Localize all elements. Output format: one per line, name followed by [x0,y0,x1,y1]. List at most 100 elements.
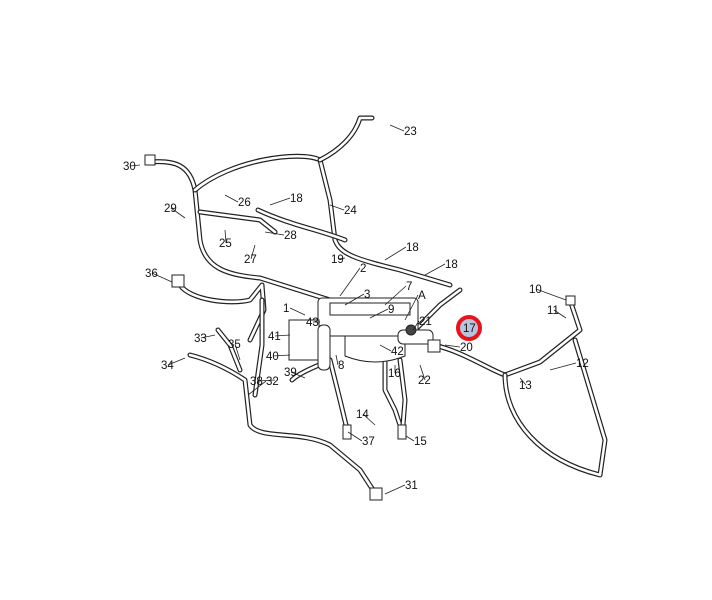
highlight-circle[interactable] [456,315,482,341]
harness-wire-7 [216,328,242,372]
leader-line [344,293,365,306]
callout-42[interactable]: 42 [391,346,404,358]
leader-line [256,379,276,382]
connector-30 [144,154,156,166]
callout-7[interactable]: 7 [406,281,412,293]
callout-24[interactable]: 24 [344,205,357,217]
callout-3[interactable]: 3 [364,289,370,301]
leader-line [289,307,306,316]
connector-31 [369,487,383,501]
leader-line [247,380,267,396]
connector-10 [565,295,576,306]
leader-line [234,343,241,361]
callout-18[interactable]: 18 [406,242,419,254]
callout-41[interactable]: 41 [268,331,281,343]
leader-line [269,197,291,206]
harness-wire-10 [328,358,348,427]
callout-13[interactable]: 13 [519,380,532,392]
harness-wire-5 [178,283,266,342]
callout-19[interactable]: 19 [331,254,344,266]
leader-line [424,263,446,276]
highlight-marker [456,315,482,341]
callout-25[interactable]: 25 [219,238,232,250]
harness-wire-0 [148,160,332,302]
callout-38[interactable]: 38 [250,376,263,388]
leader-line [384,285,407,306]
callout-36[interactable]: 36 [145,268,158,280]
callout-28[interactable]: 28 [284,230,297,242]
harness-wire-4 [256,208,347,242]
harness-wire-14 [398,358,407,427]
callout-31[interactable]: 31 [405,480,418,492]
leader-lines [129,124,577,495]
relay-block [329,302,411,316]
leader-line [519,377,527,386]
leader-line [129,164,141,167]
harness-wire-6 [188,353,377,495]
harness-wire-15 [413,288,462,332]
leader-line [405,435,415,442]
leader-line [274,334,291,337]
sensor-tube [317,324,331,371]
callout-16[interactable]: 16 [388,368,401,380]
leader-line [200,334,216,339]
leader-line [272,354,291,357]
leader-line [419,364,426,381]
leader-line [389,124,405,132]
harness-wire-1 [192,153,453,288]
callout-2[interactable]: 2 [360,263,366,275]
leader-line [264,231,285,236]
callout-17[interactable]: 17 [463,323,476,335]
connector-36 [171,274,185,288]
harness-wire-11 [431,298,582,377]
leader-line [362,413,376,426]
callout-20[interactable]: 20 [460,342,473,354]
callout-32[interactable]: 32 [266,376,279,388]
leader-line [535,288,567,301]
connector-20 [427,339,441,353]
callout-11[interactable]: 11 [547,305,559,317]
connector-37 [342,424,352,440]
callout-27[interactable]: 27 [244,254,257,266]
callout-35[interactable]: 35 [228,339,241,351]
leader-line [444,344,461,348]
callout-15[interactable]: 15 [414,436,427,448]
callout-34[interactable]: 34 [161,360,174,372]
leader-line [224,194,239,203]
callout-18[interactable]: 18 [445,259,458,271]
leader-line [335,354,339,366]
callout-12[interactable]: 12 [576,358,589,370]
callout-A[interactable]: A [418,290,426,302]
callout-29[interactable]: 29 [164,203,177,215]
leader-line [379,344,392,352]
callout-43[interactable]: 43 [306,317,319,329]
callout-39[interactable]: 39 [284,367,297,379]
callout-8[interactable]: 8 [338,360,344,372]
callout-40[interactable]: 40 [266,351,279,363]
callout-22[interactable]: 22 [418,375,431,387]
leader-line [369,308,389,319]
components [144,154,576,501]
callout-14[interactable]: 14 [356,409,369,421]
callout-9[interactable]: 9 [388,304,394,316]
callout-37[interactable]: 37 [362,436,375,448]
callout-10[interactable]: 10 [529,284,542,296]
callout-33[interactable]: 33 [194,333,207,345]
leader-line [549,362,577,371]
leader-line [224,229,227,244]
harness-wire-3 [198,210,277,234]
harness-wire-8 [253,298,264,397]
callout-1[interactable]: 1 [283,303,289,315]
bracket [344,335,406,363]
harness-wire-2 [318,116,374,162]
leader-line [384,246,407,261]
harness-wire-12 [503,338,607,477]
callout-18[interactable]: 18 [290,193,303,205]
callout-23[interactable]: 23 [404,126,417,138]
leader-line [553,309,567,319]
callout-21[interactable]: 21 [419,316,432,328]
connector-15 [397,424,407,440]
grommet [405,324,417,336]
callout-30[interactable]: 30 [123,161,136,173]
callout-26[interactable]: 26 [238,197,251,209]
